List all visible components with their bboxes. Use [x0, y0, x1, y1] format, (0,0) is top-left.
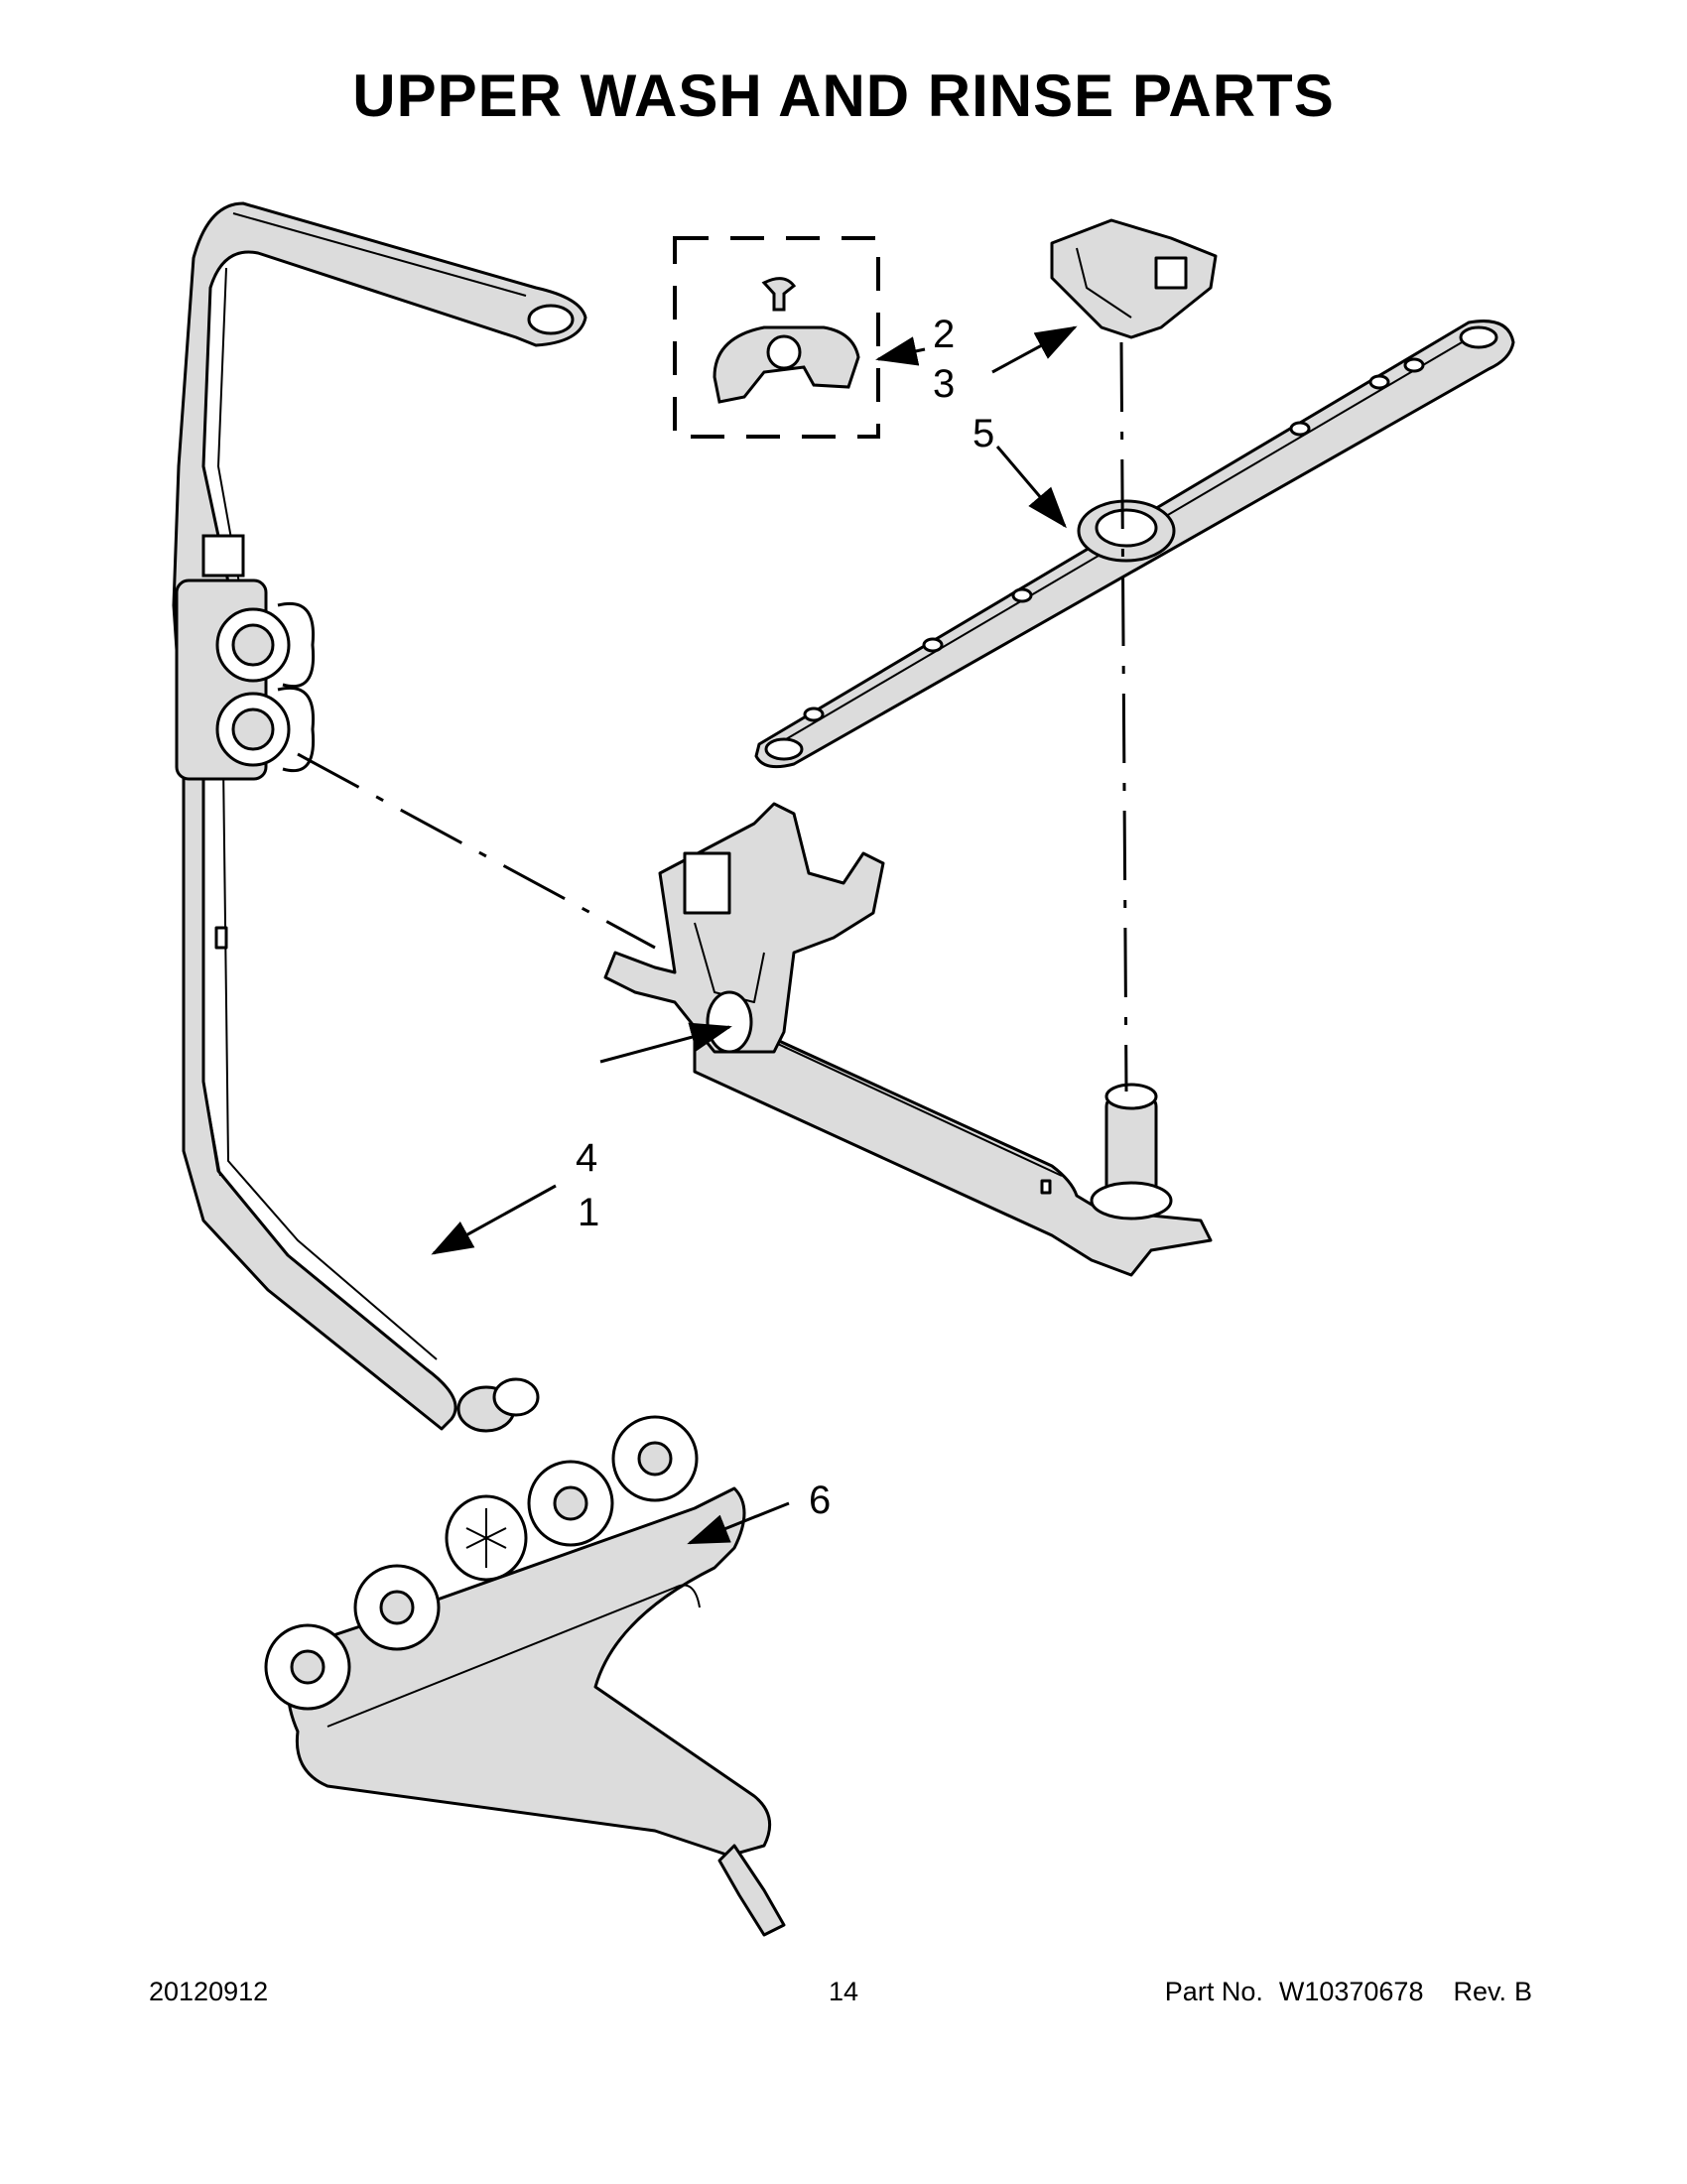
part-number: W10370678 — [1278, 1977, 1424, 2006]
parts-2-3-inset — [673, 236, 880, 439]
part-label: Part No. — [1164, 1977, 1263, 2006]
part-3-mount-clip — [1050, 218, 1218, 339]
callout-4: 4 — [576, 1136, 597, 1180]
rev-value: B — [1513, 1977, 1532, 2006]
part-6-spray-head-bar — [264, 1415, 786, 1937]
alignment-lines — [297, 341, 1128, 1092]
callout-2: 2 — [933, 313, 955, 356]
page-number: 14 — [828, 1977, 859, 2006]
leader-arrows — [431, 325, 1078, 1545]
part-1-supply-tube — [172, 201, 587, 1431]
part-4-manifold — [603, 802, 1213, 1277]
footer-date: 20120912 — [149, 1977, 269, 2006]
callout-3: 3 — [933, 362, 955, 406]
callout-1: 1 — [578, 1191, 599, 1234]
callout-5: 5 — [973, 412, 994, 455]
part-1-connector-block — [175, 534, 316, 781]
footer-part-info: Part No. W10370678 Rev.B — [1165, 1977, 1548, 2007]
part-5-spray-arm — [754, 320, 1515, 769]
callout-6: 6 — [809, 1478, 831, 1522]
rev-label: Rev. — [1453, 1977, 1506, 2006]
part-1-tube-foot — [456, 1377, 540, 1433]
page-title: UPPER WASH AND RINSE PARTS — [352, 63, 1335, 129]
